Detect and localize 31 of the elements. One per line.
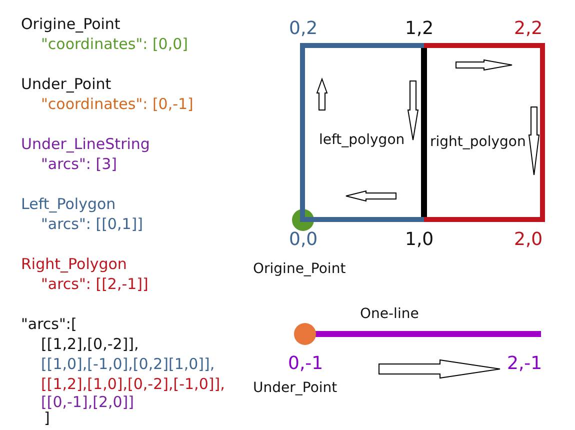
polygon-label: left_polygon: [319, 133, 405, 147]
coordinate-label: 2,0: [514, 231, 543, 249]
coordinate-label: 0,2: [289, 20, 318, 38]
code-line: "arcs": [[2,-1]]: [41, 277, 148, 292]
code-line: ]: [44, 411, 50, 426]
coordinate-label: 2,2: [514, 20, 543, 38]
code-line: [[1,2],[1,0],[0,-2],[-1,0]],: [41, 377, 225, 392]
point-label: Under_Point: [253, 381, 338, 395]
polygon-label: right_polygon: [430, 135, 526, 149]
code-line: "arcs":[: [21, 317, 77, 332]
object-name: Left_Polygon: [21, 197, 116, 212]
object-name: Right_Polygon: [21, 257, 127, 272]
object-name: Under_Point: [21, 77, 112, 92]
point-label: Origine_Point: [253, 262, 346, 276]
object-name: Under_LineString: [21, 137, 150, 152]
coordinate-label: 1,0: [405, 231, 434, 249]
object-name: Origine_Point: [21, 17, 120, 32]
line-label: One-line: [360, 307, 419, 321]
code-line: "coordinates": [0,-1]: [41, 97, 194, 112]
coordinate-label: 1,2: [405, 20, 434, 38]
polygon-area: [424, 43, 545, 222]
code-line: [[0,-1],[2,0]]: [41, 395, 134, 410]
coordinate-label: 0,-1: [288, 355, 324, 373]
polygon-area: [300, 43, 426, 222]
code-line: "coordinates": [0,0]: [41, 37, 188, 52]
coordinate-label: 0,0: [289, 231, 318, 249]
coordinate-label: 2,-1: [507, 355, 542, 373]
code-line: "arcs": [[0,1]]: [41, 217, 143, 232]
code-line: [[1,0],[-1,0],[0,2][1,0]],: [41, 357, 215, 372]
code-line: [[1,2],[0,-2]],: [41, 337, 139, 352]
code-line: "arcs": [3]: [41, 157, 117, 172]
